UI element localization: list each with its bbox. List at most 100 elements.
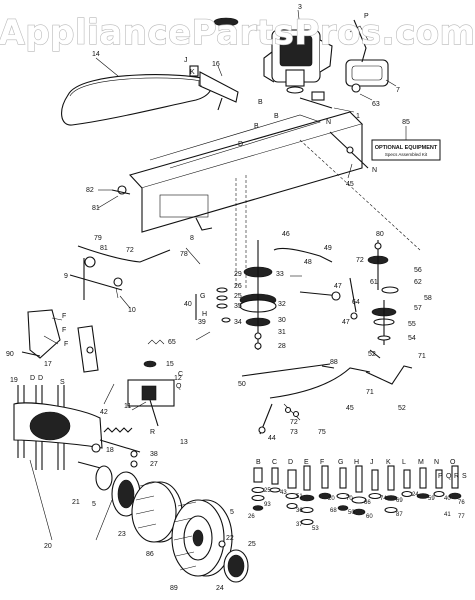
callout-14: 14 (92, 51, 100, 58)
hw-label-69: 69 (396, 498, 403, 504)
callout-81a: 81 (92, 205, 100, 212)
hw-label-25: 25 (264, 488, 271, 494)
hw-label-59: 59 (428, 496, 435, 502)
callout-1: 1 (356, 113, 360, 120)
letter-D2: D (30, 375, 35, 382)
hw-col-h (351, 465, 367, 516)
center-pulley-stack (195, 240, 277, 350)
callout-12: 12 (174, 375, 182, 382)
callout-38: 38 (150, 451, 158, 458)
hw-letter-D: D (288, 459, 293, 466)
callout-65: 65 (168, 339, 176, 346)
callout-46: 46 (282, 231, 290, 238)
callout-18: 18 (106, 447, 114, 454)
hw-label-40: 40 (444, 496, 451, 502)
hw-label-77: 77 (458, 514, 465, 520)
hw-letter-N: N (434, 459, 439, 466)
hw-label-41: 41 (444, 512, 451, 518)
hw-label-93: 93 (264, 502, 271, 508)
callout-13: 13 (180, 439, 188, 446)
callout-39: 39 (198, 319, 206, 326)
callout-56: 56 (414, 267, 422, 274)
callout-10: 10 (128, 307, 136, 314)
callout-48: 48 (304, 259, 312, 266)
callout-29: 29 (234, 271, 242, 278)
leader-lines (29, 9, 397, 541)
spring-part (103, 339, 165, 433)
hw-label-70: 70 (346, 496, 353, 502)
hw-label-50: 50 (348, 510, 355, 516)
callout-25a: 25 (234, 293, 242, 300)
letter-L: L (198, 81, 202, 88)
hw-col-f (318, 465, 332, 500)
letter-K: K (190, 69, 195, 76)
letter-B2: B (254, 123, 259, 130)
callout-27: 27 (150, 461, 158, 468)
hw-letter-F: F (320, 459, 324, 466)
hw-label-24: 24 (412, 492, 419, 498)
callout-11: 11 (124, 403, 131, 410)
callout-82: 82 (86, 187, 94, 194)
callout-89: 89 (170, 585, 178, 592)
hw-letter-Q: Q (446, 473, 452, 480)
hw-label-51: 51 (296, 494, 303, 500)
callout-57: 57 (414, 305, 422, 312)
callout-40: 40 (184, 301, 192, 308)
callout-44: 44 (268, 435, 276, 442)
idler-arm-part (273, 247, 358, 320)
callout-25b: 25 (248, 541, 256, 548)
optional-equipment-subtitle: Specs Assembled Kit (385, 152, 428, 157)
callout-55: 55 (408, 321, 416, 328)
hw-col-m (416, 467, 430, 499)
hw-letter-R: R (454, 473, 459, 480)
callout-47a: 47 (334, 283, 342, 290)
callout-49: 49 (324, 245, 332, 252)
callout-45b: 45 (346, 405, 354, 412)
callout-64: 64 (352, 299, 360, 306)
letter-Q: Q (176, 383, 182, 390)
callout-24: 24 (216, 585, 224, 592)
hw-letter-O: O (450, 459, 456, 466)
hw-letter-K: K (386, 459, 391, 466)
letter-R: R (150, 429, 155, 436)
callout-63: 63 (372, 101, 380, 108)
axle-assembly-part (13, 385, 141, 470)
callout-33: 33 (276, 271, 284, 278)
hw-letter-C: C (272, 459, 277, 466)
callout-35: 35 (234, 303, 242, 310)
callout-42: 42 (100, 409, 108, 416)
callout-7: 7 (396, 87, 400, 94)
hw-col-o (448, 465, 462, 500)
hw-col-d (285, 469, 299, 510)
letter-F1: F (62, 313, 66, 320)
watermark: AppliancePartsPros.com (0, 13, 475, 53)
letter-S: S (60, 379, 65, 386)
hw-label-37: 37 (296, 522, 303, 528)
callout-34: 34 (234, 319, 242, 326)
callout-81b: 81 (100, 245, 108, 252)
callout-20: 20 (44, 543, 52, 550)
callout-26: 26 (234, 283, 242, 290)
letter-H: H (202, 311, 207, 318)
hw-label-74: 74 (380, 496, 387, 502)
hw-col-g (336, 467, 350, 511)
upper-linkage-part (299, 91, 369, 169)
callout-22: 22 (226, 535, 234, 542)
letter-G: G (200, 293, 205, 300)
callout-52a: 52 (368, 351, 376, 358)
right-pulley-stack (367, 240, 399, 359)
callout-9: 9 (64, 273, 68, 280)
callout-5a: 5 (92, 501, 96, 508)
hw-col-n (433, 469, 445, 498)
callout-90: 90 (6, 351, 14, 358)
callout-45: 45 (346, 181, 354, 188)
shift-lever-part (345, 19, 389, 93)
callout-79: 79 (94, 235, 102, 242)
hw-label-76: 76 (458, 500, 465, 506)
drive-belt-part (61, 74, 213, 126)
bracket-8-part (195, 217, 213, 231)
transmission-part (213, 17, 333, 94)
callout-78: 78 (180, 251, 188, 258)
